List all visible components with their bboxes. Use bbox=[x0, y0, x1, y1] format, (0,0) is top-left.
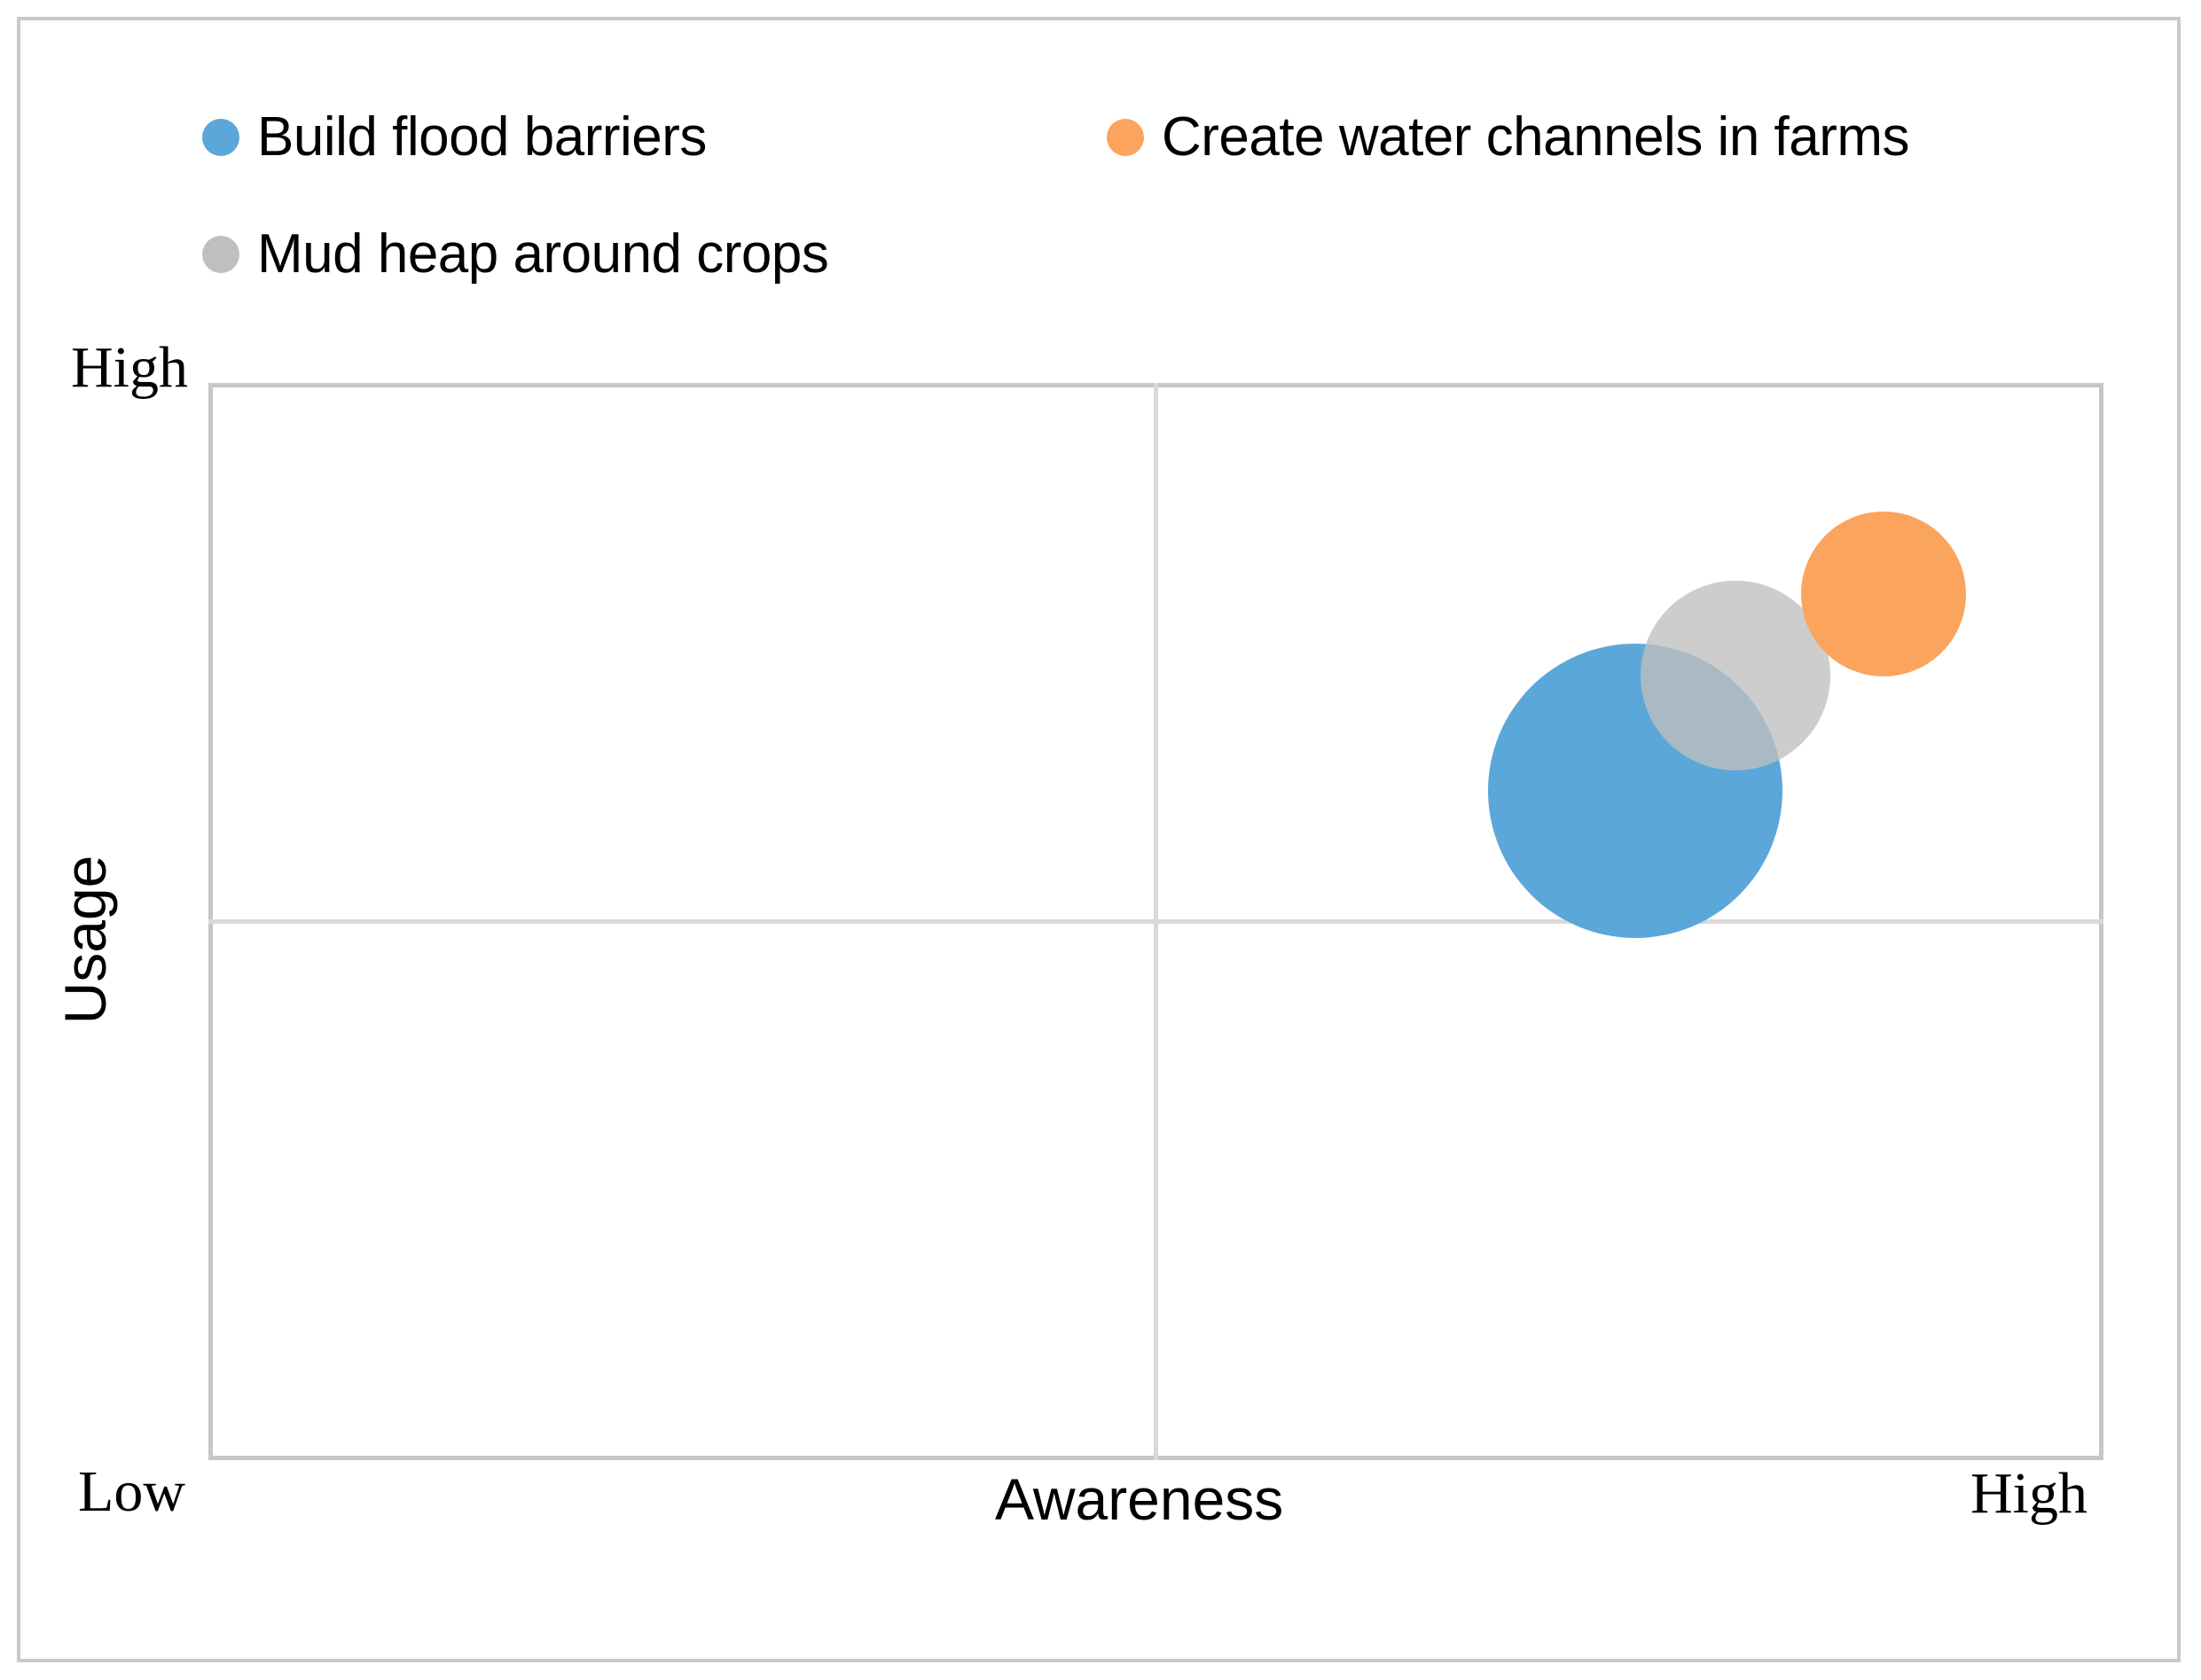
legend-marker-icon bbox=[1107, 119, 1144, 156]
y-axis-low-label: Low bbox=[78, 1459, 185, 1524]
x-axis-title: Awareness bbox=[995, 1466, 1284, 1532]
y-axis-high-label: High bbox=[71, 335, 188, 400]
page-outer-border bbox=[17, 17, 2181, 1662]
x-axis-high-label: High bbox=[1970, 1461, 2087, 1526]
y-axis-title: Usage bbox=[52, 855, 118, 1025]
bubble-layer bbox=[208, 383, 2103, 1460]
bubble-create-water-channels-in-farms[interactable] bbox=[1801, 512, 1967, 677]
horizontal-gridline bbox=[208, 919, 2103, 924]
plot-area bbox=[208, 383, 2103, 1460]
legend-item-label: Build flood barriers bbox=[257, 106, 707, 168]
legend-item-create-water-channels-in-farms[interactable]: Create water channels in farms bbox=[1107, 106, 1910, 168]
legend-item-mud-heap-around-crops[interactable]: Mud heap around crops bbox=[202, 223, 829, 285]
legend-item-label: Mud heap around crops bbox=[257, 223, 829, 285]
legend-item-build-flood-barriers[interactable]: Build flood barriers bbox=[202, 110, 707, 165]
legend-marker-icon bbox=[202, 236, 239, 273]
legend-item-label: Create water channels in farms bbox=[1162, 106, 1910, 168]
chart-legend: Build flood barriers Create water channe… bbox=[202, 80, 2029, 284]
legend-marker-icon bbox=[202, 119, 239, 156]
bubble-mud-heap-around-crops[interactable] bbox=[1641, 581, 1831, 771]
